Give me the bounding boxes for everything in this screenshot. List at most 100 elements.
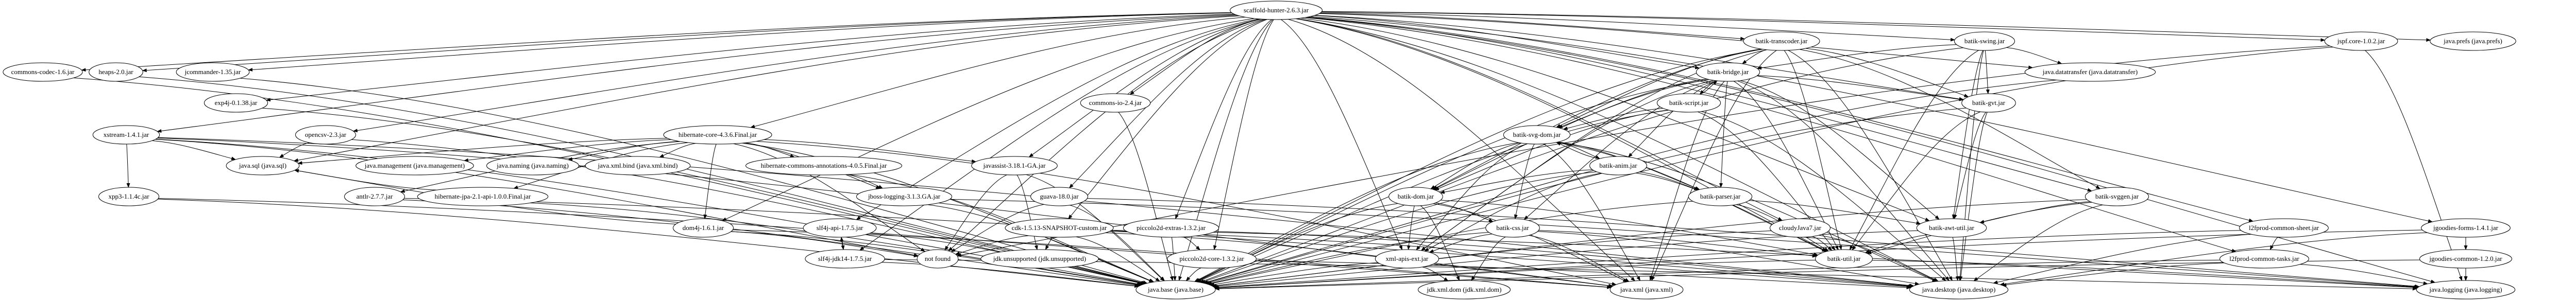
edge-sh-to-cloudy: [1296, 18, 1783, 221]
edge-cloudy-to-javabase: [1212, 231, 1772, 288]
edge-cdk-to-jdkunsup: [1045, 237, 1054, 250]
edge-bcss-to-javadesktop: [1537, 231, 1920, 286]
edge-guava-to-notfound: [951, 204, 1044, 253]
edge-cdk-to-javabase: [1076, 236, 1160, 282]
node-label-commonsio: commons-io-2.4.jar: [1089, 99, 1142, 107]
node-codec: commons-codec-1.6.jar: [3, 62, 83, 82]
edge-bscript-to-bbridge: [1700, 80, 1718, 95]
node-ellipse-picex: [1123, 218, 1219, 238]
edge-sh-to-xstream: [157, 14, 1236, 133]
node-dom4j: dom4j-1.6.1.jar: [673, 218, 734, 238]
edge-sh-to-javabase: [1178, 19, 1273, 281]
node-label-btrans: batik-transcoder.jar: [1756, 37, 1808, 45]
edge-antlr-to-javadesktop: [404, 198, 1912, 289]
edge-bswing-to-bgvt: [1985, 50, 1990, 94]
node-butil: batik-util.jar: [1815, 249, 1873, 269]
node-label-javalogging: java.logging (java.logging): [2429, 286, 2502, 293]
edge-sh-to-javassist: [1028, 19, 1262, 157]
edge-banim-to-bsvgdom: [1556, 142, 1600, 159]
edge-hibcore-to-javamgmt: [463, 139, 671, 162]
node-label-antlr: antlr-2.7.7.jar: [357, 192, 394, 200]
edge-slf4jjdk-to-slf4japi: [840, 237, 844, 250]
node-label-javadesktop: java.desktop (java.desktop): [1922, 286, 1996, 293]
node-label-guava: guava-18.0.jar: [1040, 192, 1079, 200]
edge-javassist-to-jdkunsup: [1016, 174, 1038, 250]
node-label-jspf: jspf.core-1.0.2.jar: [2337, 37, 2385, 45]
edge-bparser-to-bawt: [1749, 200, 1921, 225]
edge-jboss-to-javabase: [927, 204, 1154, 283]
edge-sh-to-commonsio: [1129, 19, 1261, 95]
edge-l2ftasks-to-javalogging: [2300, 264, 2428, 285]
edge-sh-to-picex: [1175, 19, 1272, 220]
edge-bparser-to-javabase: [1207, 201, 1693, 286]
node-javadesktop: java.desktop (java.desktop): [1909, 280, 2009, 299]
edge-bcss-to-jdkxmldom: [1471, 236, 1506, 281]
edge-bswing-to-butil: [1849, 50, 1979, 251]
node-jgcommon: jgoodies-common-1.2.0.jar: [2419, 249, 2512, 269]
node-label-jdkxmldom: jdk.xml.dom (jdk.xml.dom): [1427, 286, 1502, 293]
node-cdk: cdk-1.5.13-SNAPSHOT-custom.jar: [1005, 218, 1114, 238]
edge-bswing-to-bawt: [1952, 50, 1984, 219]
node-ellipse-bscript: [1656, 93, 1721, 113]
node-notfound: not found: [917, 249, 959, 269]
node-ellipse-javabase: [1136, 280, 1216, 299]
node-ellipse-sh: [1230, 1, 1323, 20]
edge-sh-to-javadatatransfer: [1319, 13, 2033, 69]
edge-sh-to-l2ftasks: [1304, 17, 2236, 253]
edge-bcss-to-javabase: [1206, 232, 1489, 285]
node-jdkunsup: jdk.unsupported (jdk.unsupported): [980, 249, 1099, 269]
edge-bdom-to-javabase: [1195, 203, 1398, 283]
edge-jspf-to-javabase: [1205, 47, 2333, 285]
node-label-l2fsheet: l2fprod-common-sheet.jar: [2249, 224, 2319, 232]
node-bawt: batik-awt-util.jar: [1916, 218, 1987, 238]
edge-bsvgdom-to-xmlext: [1416, 143, 1528, 251]
node-ellipse-l2ftasks: [2219, 249, 2309, 269]
node-label-bscript: batik-script.jar: [1669, 99, 1709, 107]
node-label-javadatatransfer: java.datatransfer (java.datatransfer): [2042, 68, 2138, 76]
node-ellipse-commonsio: [1080, 93, 1151, 113]
node-label-javaxml: java.xml (java.xml): [1620, 286, 1673, 293]
edge-bdom-to-jdkxmldom: [1420, 205, 1460, 281]
edge-sh-to-notfound: [948, 19, 1264, 252]
node-label-javanaming: java.naming (java.naming): [496, 162, 569, 169]
node-ellipse-guava: [1030, 187, 1088, 206]
edge-l2ftasks-to-javabase: [1214, 259, 2221, 291]
node-ellipse-l2fsheet: [2239, 218, 2329, 238]
edge-sh-to-exp4j: [265, 13, 1234, 102]
node-label-cloudy: cloudyJava7.jar: [1779, 224, 1822, 232]
edge-jgforms-to-javadesktop: [1999, 232, 2428, 286]
node-label-hibann: hibernate-commons-annotations-4.0.5.Fina…: [761, 162, 887, 169]
node-label-javamgmt: java.management (java.management): [364, 162, 465, 169]
edge-sh-to-jspf: [1321, 11, 2326, 42]
edge-commonsio-to-javabase: [1118, 112, 1174, 281]
node-label-bparser: batik-parser.jar: [1700, 192, 1741, 200]
edge-bgvt-to-butil: [1852, 111, 1981, 251]
node-javanaming: java.naming (java.naming): [486, 156, 579, 175]
node-label-bcss: batik-css.jar: [1496, 224, 1529, 232]
node-ellipse-slf4japi: [803, 218, 877, 238]
edge-bawt-to-javadesktop: [1952, 237, 1959, 281]
node-label-bdom: batik-dom.jar: [1398, 192, 1434, 200]
node-label-jcmd: jcommander-1.35.jar: [184, 68, 241, 76]
node-ellipse-jdkxmldom: [1418, 280, 1511, 299]
edges-layer: [73, 11, 2468, 291]
edge-bsvgdom-to-javaxml: [1543, 144, 1641, 281]
node-ellipse-xstream: [92, 125, 160, 145]
edge-sh-to-slf4jjdk: [859, 19, 1261, 251]
node-label-javasql: java.sql (java.sql): [239, 162, 286, 169]
node-antlr: antlr-2.7.7.jar: [344, 187, 405, 206]
node-label-xmlext: xml-apis-ext.jar: [1386, 255, 1429, 262]
edge-bbridge-to-javadesktop: [1737, 80, 1950, 281]
edge-bbridge-to-bgvt: [1757, 75, 1964, 101]
node-ellipse-javaxml: [1609, 280, 1684, 299]
edge-jgforms-to-javabase: [1214, 230, 2422, 290]
node-ellipse-javalogging: [2416, 280, 2516, 299]
edge-javadatatransfer-to-javabase: [1203, 80, 2057, 284]
edge-slf4jjdk-to-javalogging: [884, 259, 2417, 291]
edge-cdk-to-javalogging: [1111, 230, 2418, 289]
edge-l2ftasks-to-javadesktop: [2002, 262, 2225, 287]
node-javassist: javassist-3.18.1-GA.jar: [971, 156, 1058, 175]
node-ellipse-opencsv: [295, 125, 356, 145]
edge-bbridge-to-javabase: [1195, 79, 1709, 282]
edge-xpp3-to-javabase: [158, 199, 1139, 288]
